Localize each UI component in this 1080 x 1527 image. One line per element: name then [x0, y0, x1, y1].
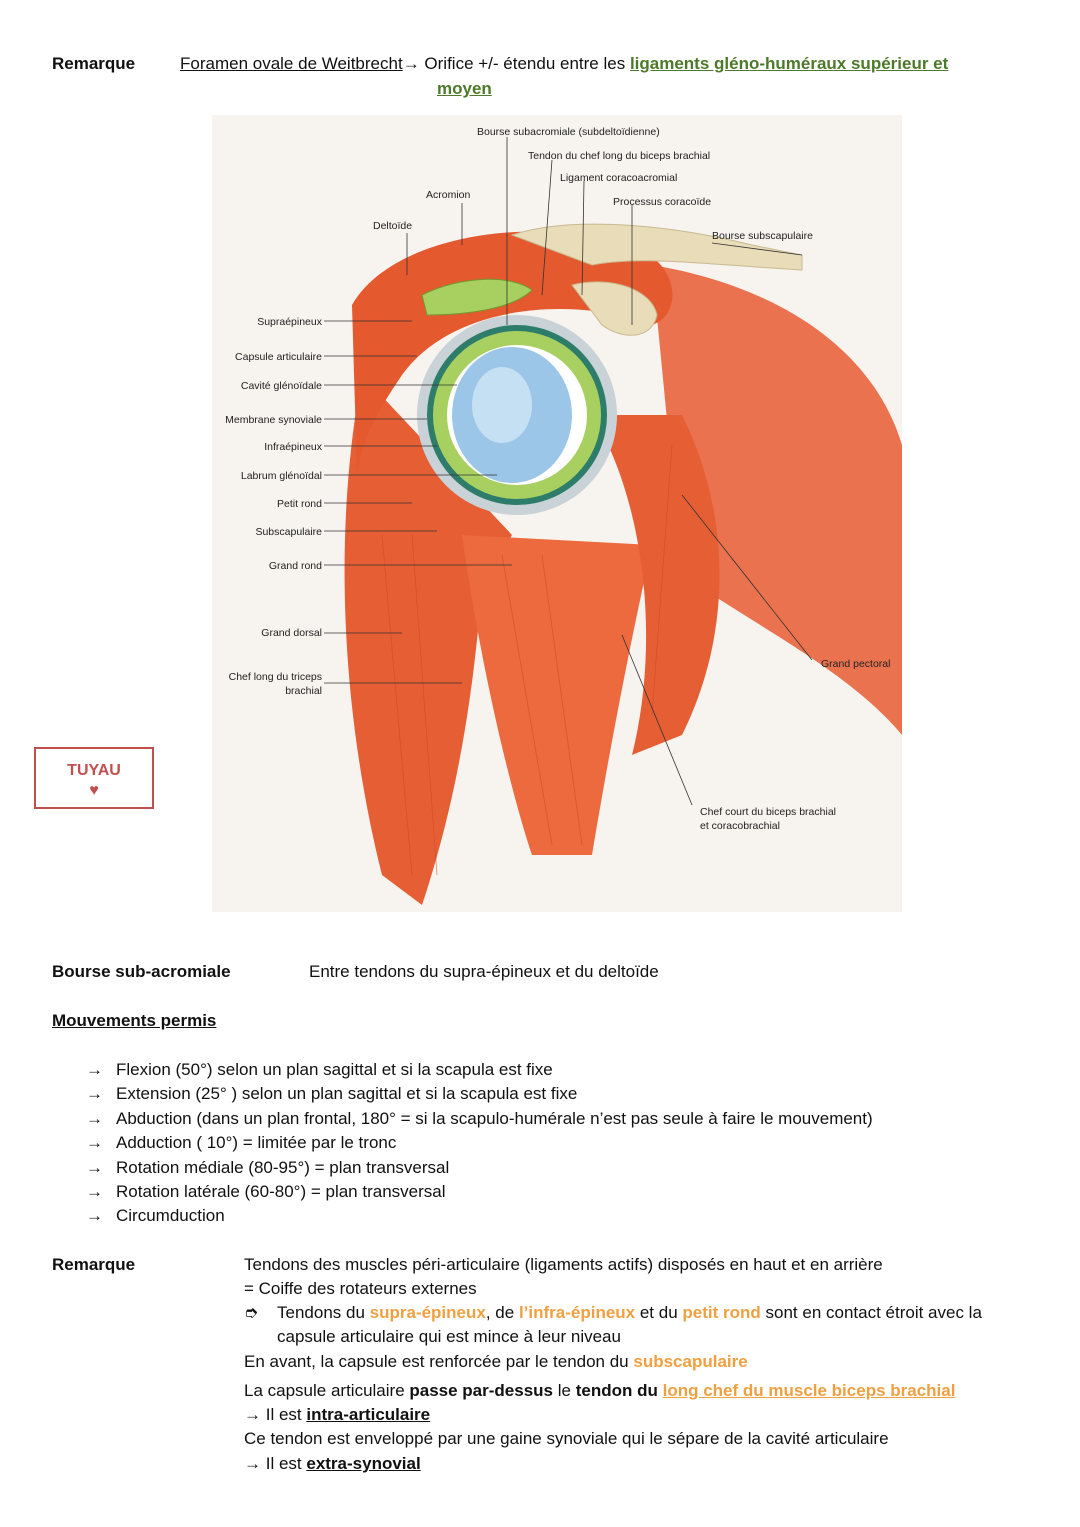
label-grand-rond: Grand rond [269, 560, 322, 572]
movements-title: Mouvements permis [52, 1011, 217, 1030]
label-triceps-2: brachial [285, 685, 322, 697]
label-triceps-1: Chef long du triceps [229, 671, 322, 683]
heart-icon: ♥ [89, 782, 99, 799]
label-infraepineux: Infraépineux [264, 441, 323, 453]
bourse-label: Bourse sub-acromiale [52, 962, 231, 981]
remark2-line-9: → Il est extra-synovial [244, 1454, 421, 1473]
term-subscapulaire: subscapulaire [633, 1352, 748, 1371]
glenoid-highlight [472, 367, 532, 443]
label-membrane: Membrane synoviale [225, 414, 322, 426]
tip-box: TUYAU ♥ [34, 747, 154, 809]
term-extra-synovial: extra-synovial [306, 1454, 421, 1473]
movement-item: →Flexion (50°) selon un plan sagittal et… [86, 1058, 873, 1082]
triceps-muscle [344, 375, 512, 905]
label-acromion: Acromion [426, 189, 471, 201]
label-capsule: Capsule articulaire [235, 351, 322, 363]
label-biceps-court-1: Chef court du biceps brachial [700, 806, 836, 818]
term-petit-rond: petit rond [682, 1303, 761, 1322]
label-labrum: Labrum glénoïdal [241, 470, 322, 482]
movements-list: →Flexion (50°) selon un plan sagittal et… [86, 1058, 873, 1229]
movement-item: →Rotation médiale (80-95°) = plan transv… [86, 1156, 873, 1180]
ligaments-term-cont: moyen [437, 79, 492, 98]
label-bourse-subacromiale: Bourse subacromiale (subdeltoïdienne) [477, 126, 660, 138]
remark2-line-8: Ce tendon est enveloppé par une gaine sy… [244, 1429, 889, 1448]
bourse-text: Entre tendons du supra-épineux et du del… [309, 962, 659, 981]
label-deltoide: Deltoïde [373, 220, 412, 232]
coracobrachial-muscle [592, 415, 720, 755]
term-infra-epineux: l’infra-épineux [518, 1303, 636, 1322]
arrow-icon: → [86, 1133, 103, 1153]
movement-item: →Rotation latérale (60-80°) = plan trans… [86, 1180, 873, 1204]
coracoid-bone [571, 281, 658, 336]
label-cavite: Cavité glénoïdale [241, 380, 322, 392]
remark2-line-2: = Coiffe des rotateurs externes [244, 1279, 477, 1298]
hook-arrow-icon: ➮ [244, 1303, 259, 1322]
remark2-line-4: capsule articulaire qui est mince à leur… [277, 1327, 621, 1346]
label-tendon-biceps: Tendon du chef long du biceps brachial [528, 150, 710, 162]
term-supra-epineux: supra-épineux [369, 1303, 486, 1322]
supraepineux-tendon [421, 278, 533, 316]
movement-item: →Adduction ( 10°) = limitée par le tronc [86, 1131, 873, 1155]
remark2-line-3: ➮Tendons du supra-épineux, de l’infra-ép… [244, 1303, 982, 1322]
arrow-icon: → [86, 1206, 103, 1226]
label-supraepineux: Supraépineux [257, 316, 323, 328]
movement-item: →Extension (25° ) selon un plan sagittal… [86, 1082, 873, 1106]
remark2-line-1: Tendons des muscles péri-articulaire (li… [244, 1255, 883, 1274]
remark2-line-5: En avant, la capsule est renforcée par l… [244, 1352, 748, 1371]
tip-label: TUYAU [67, 762, 121, 779]
label-processus-coracoide: Processus coracoïde [613, 196, 711, 208]
movement-item: →Circumduction [86, 1204, 873, 1228]
label-grand-pectoral: Grand pectoral [821, 658, 890, 670]
term-intra-articulaire: intra-articulaire [306, 1405, 431, 1424]
remark2-label: Remarque [52, 1255, 136, 1274]
remark2-line-7: → Il est intra-articulaire [244, 1405, 431, 1424]
label-grand-dorsal: Grand dorsal [261, 627, 322, 639]
shoulder-joint-illustration: Bourse subacromiale (subdeltoïdienne) Te… [212, 115, 902, 912]
remark-label: Remarque [52, 54, 136, 73]
biceps-muscle [462, 535, 652, 855]
remark2-line-6: La capsule articulaire passe par-dessus … [244, 1381, 956, 1400]
arrow-icon: → [86, 1157, 103, 1177]
arrow-icon: → [86, 1182, 103, 1202]
foramen-term: Foramen ovale de Weitbrecht [180, 54, 403, 73]
term-long-chef-biceps: long chef du muscle biceps brachial [662, 1381, 956, 1400]
ligaments-term: ligaments gléno-huméraux supérieur et [629, 54, 949, 73]
arrow-icon: → [86, 1060, 103, 1079]
label-bourse-subscapulaire: Bourse subscapulaire [712, 230, 813, 242]
label-petit-rond: Petit rond [277, 498, 322, 510]
label-biceps-court-2: et coracobrachial [700, 820, 780, 832]
muscle-striations [381, 444, 673, 876]
label-subscapulaire: Subscapulaire [255, 526, 322, 538]
foramen-note: Foramen ovale de Weitbrecht→ Orifice +/-… [180, 54, 948, 74]
grand-pectoral-muscle [652, 265, 902, 735]
arrow-icon: → [86, 1084, 103, 1104]
arrow-icon: → [86, 1108, 103, 1128]
leader-lines [324, 137, 813, 806]
foramen-description: → Orifice +/- étendu entre les [402, 54, 630, 73]
movement-item: →Abduction (dans un plan frontal, 180° =… [86, 1107, 873, 1131]
label-ligament-coracoacromial: Ligament coracoacromial [560, 172, 677, 184]
